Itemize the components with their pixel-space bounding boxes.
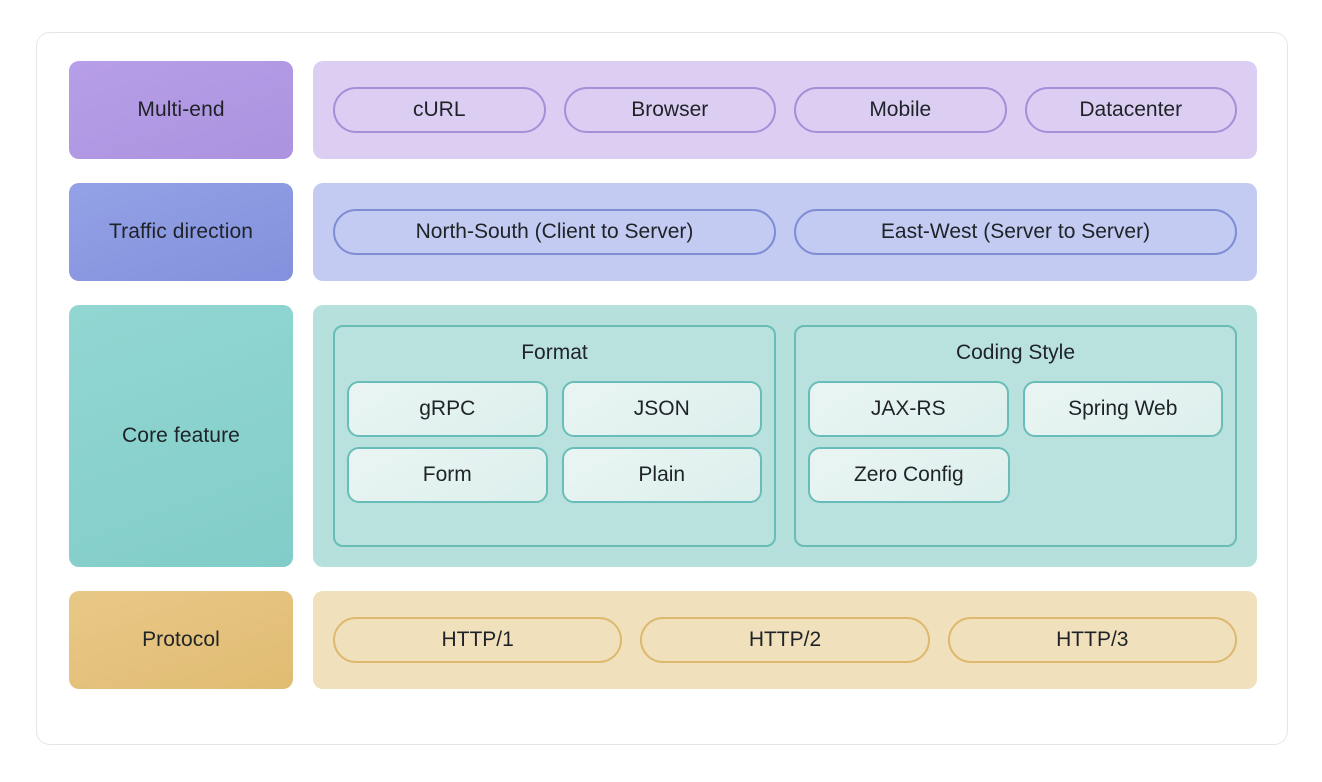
layer-row-traffic-direction: Traffic direction North-South (Client to… (69, 183, 1257, 281)
tile-spring-web[interactable]: Spring Web (1022, 380, 1223, 437)
layer-band-traffic-direction: North-South (Client to Server) East-West… (313, 183, 1257, 281)
layer-band-protocol: HTTP/1 HTTP/2 HTTP/3 (313, 591, 1257, 689)
group-coding-style: Coding Style JAX-RS Spring Web Zero Conf… (794, 325, 1237, 547)
layer-label-traffic-direction: Traffic direction (69, 183, 293, 281)
layer-rows: Multi-end cURL Browser Mobile Datacenter… (69, 61, 1257, 689)
chip-east-west[interactable]: East-West (Server to Server) (794, 209, 1237, 255)
tile-form[interactable]: Form (347, 446, 548, 503)
group-line: gRPC JSON (347, 380, 762, 437)
chip-curl[interactable]: cURL (333, 87, 546, 133)
tile-plain[interactable]: Plain (561, 446, 762, 503)
group-line: JAX-RS Spring Web (808, 380, 1223, 437)
layer-label-multi-end: Multi-end (69, 61, 293, 159)
layer-label-core-feature: Core feature (69, 305, 293, 567)
group-title-format: Format (521, 341, 588, 364)
chip-mobile[interactable]: Mobile (794, 87, 1007, 133)
layer-row-protocol: Protocol HTTP/1 HTTP/2 HTTP/3 (69, 591, 1257, 689)
group-line: Zero Config (808, 446, 1223, 503)
tile-grpc[interactable]: gRPC (347, 380, 548, 437)
chip-http-2[interactable]: HTTP/2 (640, 617, 930, 663)
group-line: Form Plain (347, 446, 762, 503)
group-format: Format gRPC JSON Form Plain (333, 325, 776, 547)
group-title-coding-style: Coding Style (955, 341, 1076, 364)
layer-band-multi-end: cURL Browser Mobile Datacenter (313, 61, 1257, 159)
layer-row-multi-end: Multi-end cURL Browser Mobile Datacenter (69, 61, 1257, 159)
group-grid-format: gRPC JSON Form Plain (347, 380, 762, 503)
layer-row-core-feature: Core feature Format gRPC JSON Form Plain (69, 305, 1257, 567)
chip-north-south[interactable]: North-South (Client to Server) (333, 209, 776, 255)
tile-zero-config[interactable]: Zero Config (808, 446, 1010, 503)
chip-http-3[interactable]: HTTP/3 (947, 617, 1237, 663)
tile-jax-rs[interactable]: JAX-RS (808, 380, 1009, 437)
layer-label-protocol: Protocol (69, 591, 293, 689)
chip-browser[interactable]: Browser (563, 87, 776, 133)
diagram-card: Multi-end cURL Browser Mobile Datacenter… (36, 32, 1288, 745)
tile-json[interactable]: JSON (561, 380, 762, 437)
group-grid-coding-style: JAX-RS Spring Web Zero Config (808, 380, 1223, 503)
layer-band-core-feature: Format gRPC JSON Form Plain (313, 305, 1257, 567)
chip-datacenter[interactable]: Datacenter (1024, 87, 1237, 133)
chip-http-1[interactable]: HTTP/1 (333, 617, 623, 663)
